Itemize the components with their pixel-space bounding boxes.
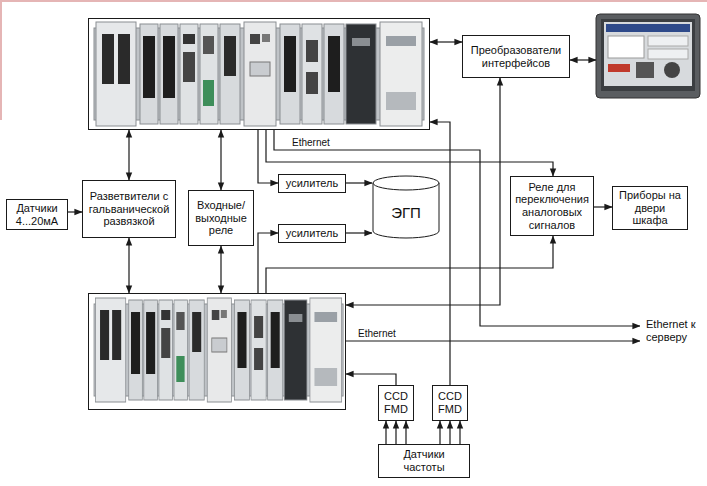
page-border: [0, 0, 2, 120]
hmi-widget: [636, 62, 654, 78]
hmi-widget: [648, 36, 688, 46]
node-text: Входные/ выходные реле: [192, 199, 250, 237]
connector: [395, 421, 396, 444]
connector: [439, 421, 440, 444]
node-text: Разветвители с гальванической развязкой: [86, 190, 172, 228]
relay-box: Входные/ выходные реле: [188, 190, 254, 246]
connector: [594, 206, 612, 207]
node-text: ЭГП: [391, 204, 421, 221]
plc-picture: [94, 298, 343, 402]
connector: [266, 236, 553, 293]
connector: [266, 130, 553, 176]
cylinder-body: [373, 183, 439, 238]
node-text: усилитель: [286, 227, 338, 240]
node-text: Приборы на двери шкафа: [619, 189, 681, 227]
plc-picture: [94, 22, 424, 126]
connector: [405, 421, 406, 444]
amplifier-box: усилитель: [278, 174, 346, 193]
connector: [430, 122, 450, 385]
connector: [346, 182, 372, 183]
connector: [258, 233, 278, 293]
connector: [346, 374, 396, 385]
hmi-title-bar: [606, 24, 690, 32]
connector: [258, 130, 278, 183]
switch-relay-box: Реле для переключения аналоговых сигнало…: [510, 176, 594, 236]
line-label: Ethernet: [356, 328, 398, 340]
node-text: CCD FMD: [436, 390, 464, 415]
hmi-widget: [608, 36, 644, 58]
ethernet-line: [274, 130, 640, 326]
hmi-widget: [608, 64, 630, 72]
converter-box: Преобразователи интерфейсов: [462, 35, 570, 78]
hmi-bezel: [601, 19, 695, 91]
connector: [68, 211, 82, 212]
node-text: Преобразователи интерфейсов: [466, 44, 566, 69]
splitter-box: Разветвители с гальванической развязкой: [82, 180, 176, 238]
actuator-cylinder: ЭГП: [372, 176, 440, 238]
node-text: CCD FMD: [382, 390, 410, 415]
node-text: Датчики частоты: [389, 448, 459, 473]
hmi-screen: [604, 22, 692, 86]
hmi-frame: [596, 14, 700, 98]
node-text: Реле для переключения аналоговых сигнало…: [514, 181, 590, 232]
page-border: [0, 0, 707, 2]
line-label: Ethernet к серверу: [644, 318, 706, 343]
converter-module: CCD FMD: [432, 385, 468, 421]
connector: [570, 59, 596, 60]
node-text: усилитель: [286, 177, 338, 190]
node-text: Датчики 4...20мА: [10, 202, 64, 227]
hmi-widget: [664, 62, 680, 78]
amplifier-box: усилитель: [278, 224, 346, 243]
line-label: Ethernet: [290, 137, 332, 149]
plc-unit: [88, 18, 430, 130]
sensor-box: Датчики частоты: [378, 444, 470, 478]
connector: [449, 421, 450, 444]
hmi-panel: [596, 14, 700, 98]
connector: [346, 232, 372, 233]
converter-module: CCD FMD: [378, 385, 414, 421]
cylinder-top: [373, 176, 439, 190]
connector: [128, 238, 129, 293]
connector: [128, 130, 129, 180]
ethernet-line: [346, 340, 640, 341]
connector: [385, 421, 386, 444]
connector: [430, 41, 462, 42]
sensor-box: Датчики 4...20мА: [6, 199, 68, 230]
connector: [220, 246, 221, 293]
hmi-widget: [648, 49, 688, 59]
connector: [459, 421, 460, 444]
plc-unit: [88, 293, 346, 410]
connector: [346, 78, 500, 305]
connector: [220, 130, 221, 190]
instrument-box: Приборы на двери шкафа: [612, 186, 688, 230]
